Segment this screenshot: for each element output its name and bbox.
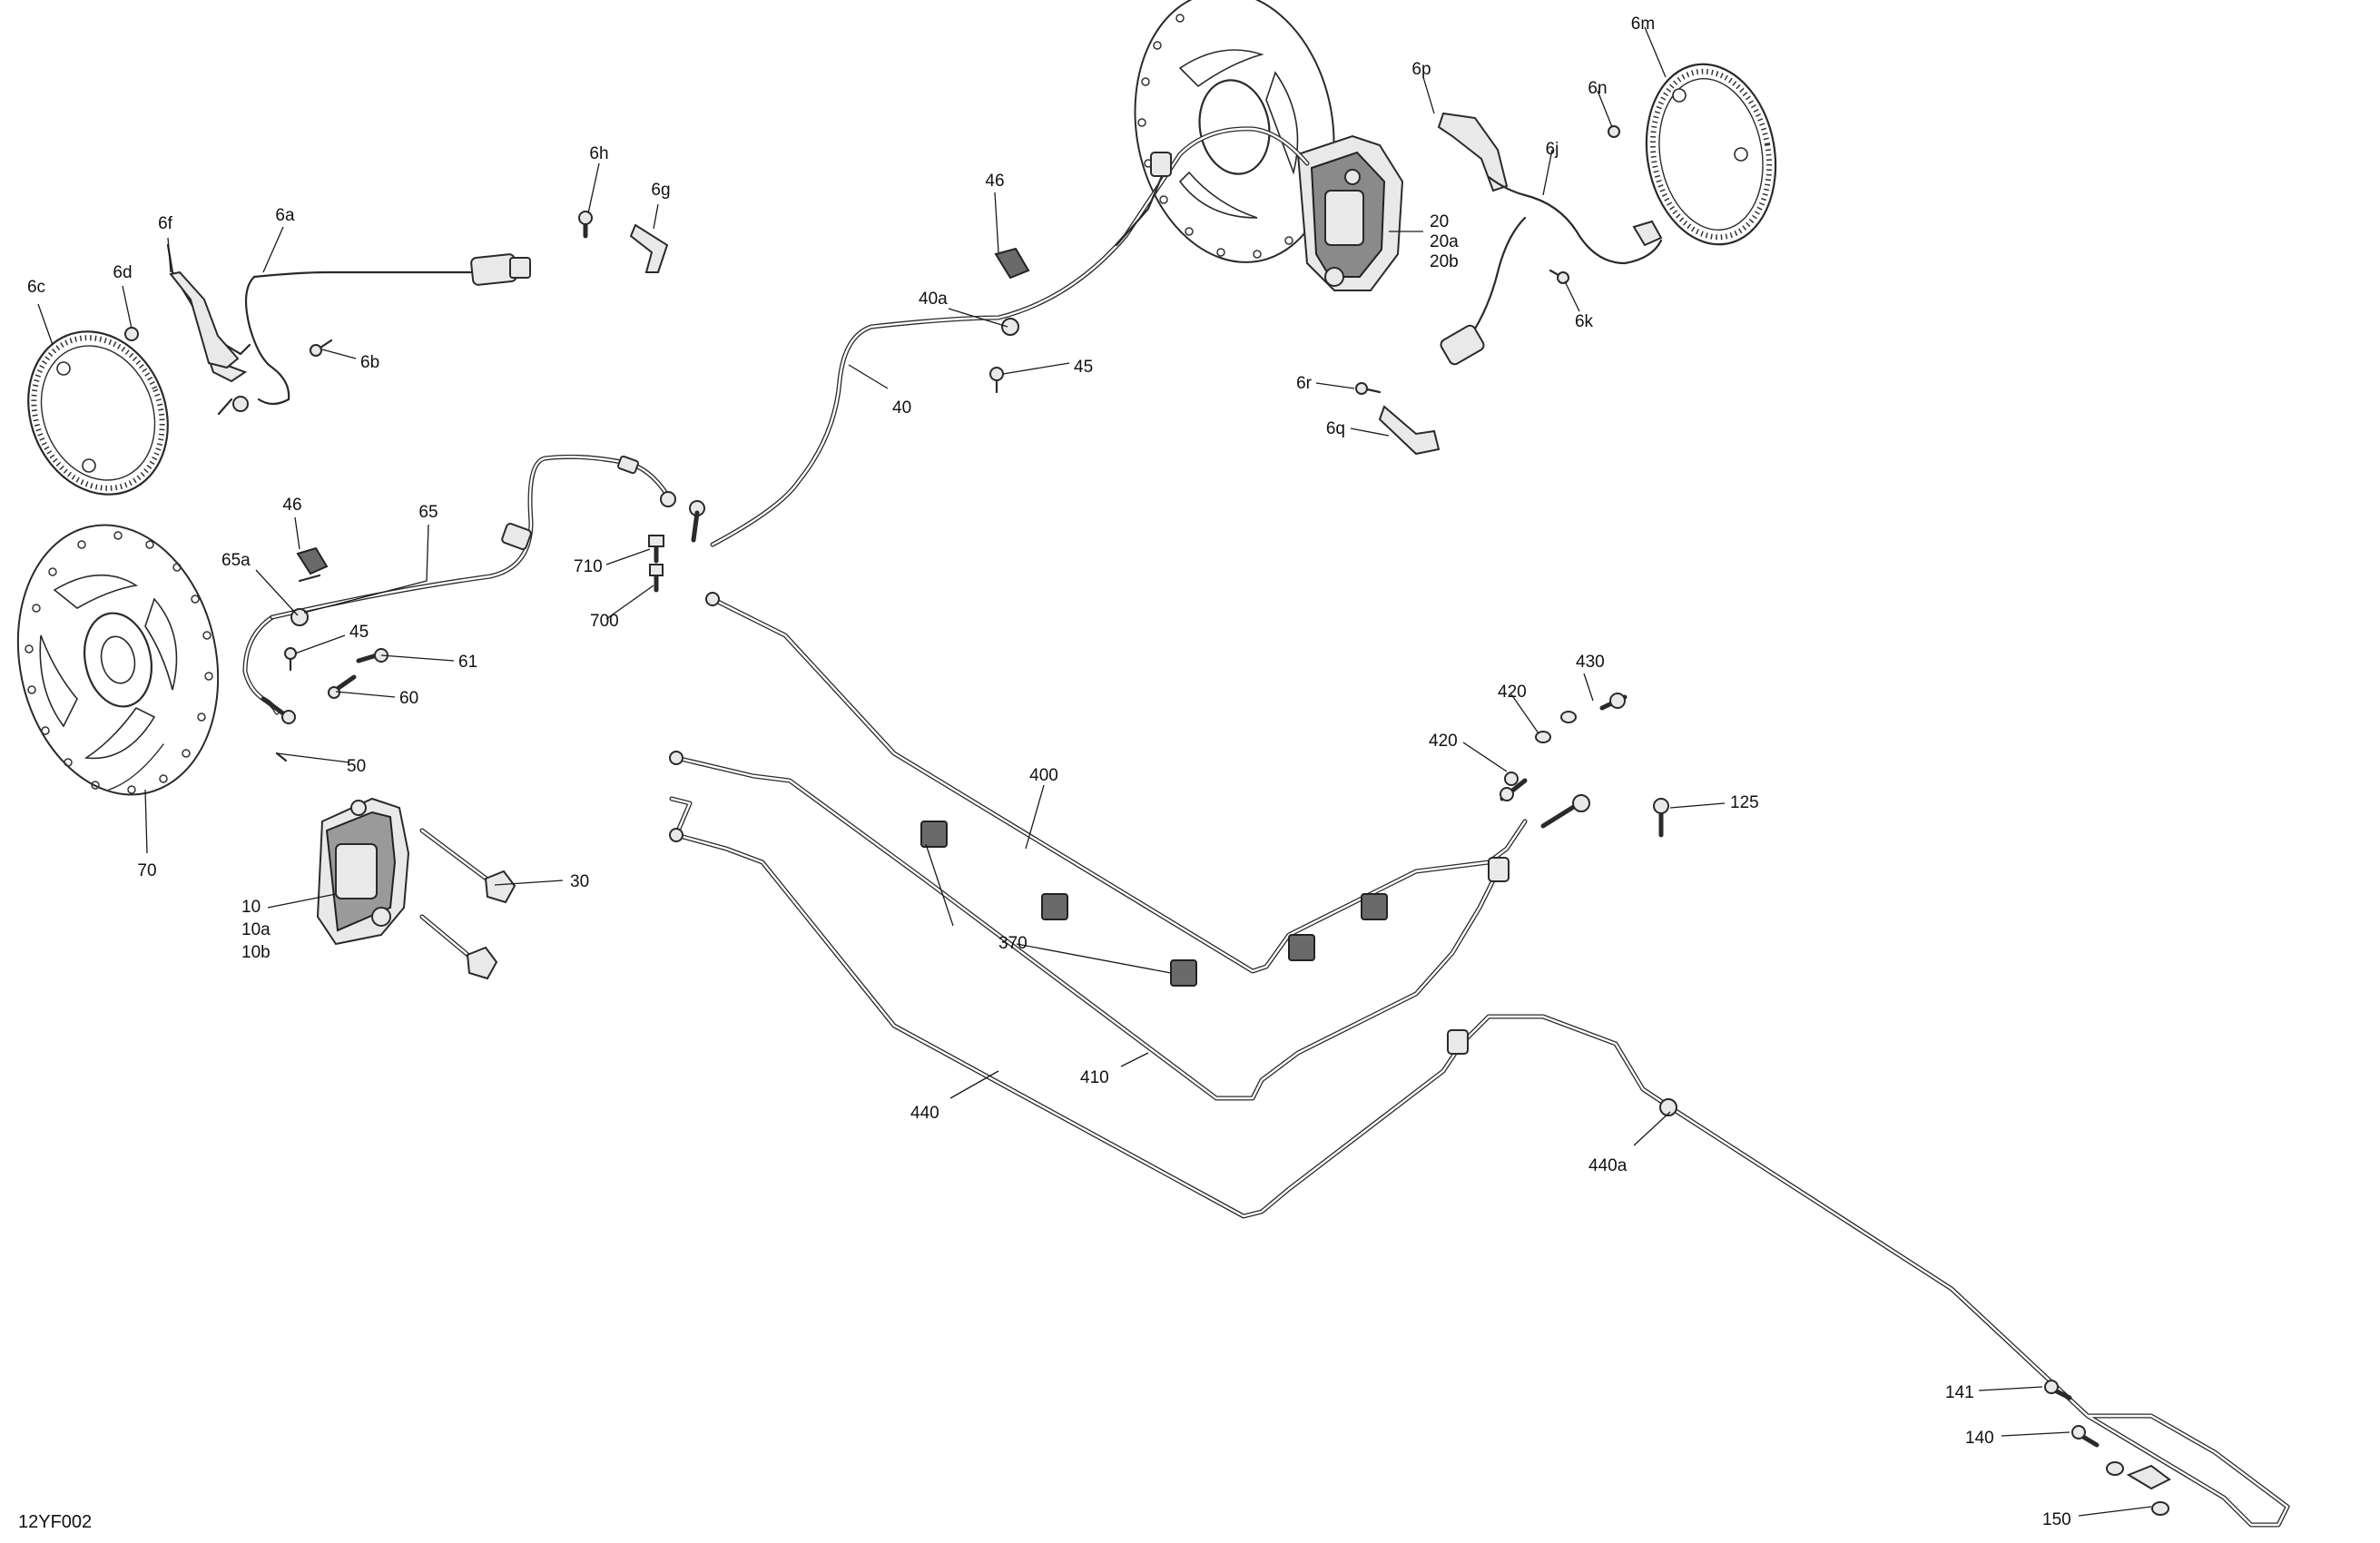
brake-hose-65: [242, 454, 676, 715]
callout-6a: 6a: [275, 206, 295, 225]
callout-46-left: 46: [282, 496, 301, 515]
callout-20: 20: [1430, 212, 1449, 231]
brake-disc-left: [16, 524, 220, 796]
brake-line-440: [669, 796, 2290, 1528]
callout-400: 400: [1029, 766, 1058, 785]
callout-20b: 20b: [1430, 252, 1459, 271]
bracket-6q: [1378, 405, 1441, 456]
brake-caliper-right: [1296, 134, 1404, 291]
sensor-bracket-6p: [1437, 112, 1509, 192]
callout-700: 700: [590, 612, 619, 631]
caliper-bolts: [419, 828, 516, 980]
callout-6h: 6h: [589, 144, 608, 163]
callout-20a: 20a: [1430, 232, 1459, 251]
callout-65a: 65a: [221, 551, 251, 570]
bolt-45-right: [989, 367, 1004, 394]
callout-6c: 6c: [27, 278, 45, 297]
callout-440a: 440a: [1588, 1156, 1628, 1175]
abs-tone-ring-right: [1645, 63, 1777, 246]
brake-line-400: [705, 592, 1528, 974]
callout-46-right: 46: [985, 172, 1004, 191]
callout-45-left: 45: [349, 623, 369, 642]
diagram-code: 12YF002: [18, 1512, 92, 1532]
abs-sensor-left: [124, 243, 531, 416]
callout-10a: 10a: [241, 920, 270, 939]
banjo-fittings-50-60-61: [261, 648, 388, 762]
callout-70: 70: [137, 861, 156, 880]
abs-tone-ring-left: [27, 330, 169, 496]
callout-6f: 6f: [158, 214, 173, 233]
rear-bleeder-140-141-150: [2044, 1380, 2171, 1516]
callout-370: 370: [998, 934, 1028, 953]
callout-420-upper: 420: [1498, 683, 1527, 702]
callout-6b: 6b: [360, 353, 379, 372]
callout-10: 10: [241, 898, 261, 917]
sensor-bracket-6f: [169, 270, 240, 369]
callout-6m: 6m: [1631, 15, 1655, 34]
bolt-6n: [1608, 125, 1620, 138]
callout-6k: 6k: [1575, 312, 1594, 331]
callout-6p: 6p: [1411, 60, 1431, 79]
callout-65: 65: [418, 503, 438, 522]
fitting-710: [648, 535, 664, 564]
callout-140: 140: [1965, 1429, 1994, 1448]
rear-fittings-420-430: [1504, 693, 1628, 829]
callout-430: 430: [1576, 653, 1605, 672]
callout-6n: 6n: [1588, 79, 1607, 98]
callout-150: 150: [2042, 1510, 2071, 1529]
callout-6g: 6g: [651, 181, 670, 200]
callout-6d: 6d: [113, 263, 132, 282]
callout-420-lower: 420: [1429, 732, 1458, 751]
callout-141: 141: [1945, 1383, 1974, 1402]
callout-10b: 10b: [241, 943, 270, 962]
brake-hose-40: [689, 126, 1310, 547]
callout-60: 60: [399, 689, 418, 708]
brake-disc-right: [1134, 0, 1335, 263]
clip-46-right: [994, 247, 1030, 280]
callout-6r: 6r: [1296, 374, 1313, 393]
fitting-700: [649, 564, 664, 593]
bolt-6r: [1355, 382, 1382, 395]
callout-45-right: 45: [1074, 358, 1093, 377]
bolt-125: [1653, 798, 1669, 838]
callout-61: 61: [458, 653, 477, 672]
abs-sensor-right: [1440, 175, 1663, 366]
callout-440: 440: [910, 1104, 939, 1123]
clip-46-left: [296, 546, 329, 583]
callout-50: 50: [347, 757, 366, 776]
callout-labels: 6h 6g 6f 6a 6c 6d 6b 46 40a 45 40 6m 6p …: [27, 15, 2071, 1529]
callout-6q: 6q: [1326, 419, 1345, 438]
callout-410: 410: [1080, 1068, 1109, 1087]
line-clips-370: [920, 821, 1388, 987]
callout-30: 30: [570, 872, 589, 891]
bracket-6g: [629, 223, 669, 273]
brake-caliper-left: [316, 797, 410, 946]
callout-40: 40: [892, 398, 911, 418]
callout-710: 710: [574, 557, 603, 576]
bolt-45-left: [284, 647, 297, 672]
callout-6j: 6j: [1546, 140, 1559, 159]
brake-line-410: [669, 751, 1510, 1101]
callout-40a: 40a: [919, 290, 948, 309]
callout-125: 125: [1730, 793, 1759, 812]
bolt-6h: [578, 211, 593, 239]
leader-lines: [37, 26, 2152, 1517]
